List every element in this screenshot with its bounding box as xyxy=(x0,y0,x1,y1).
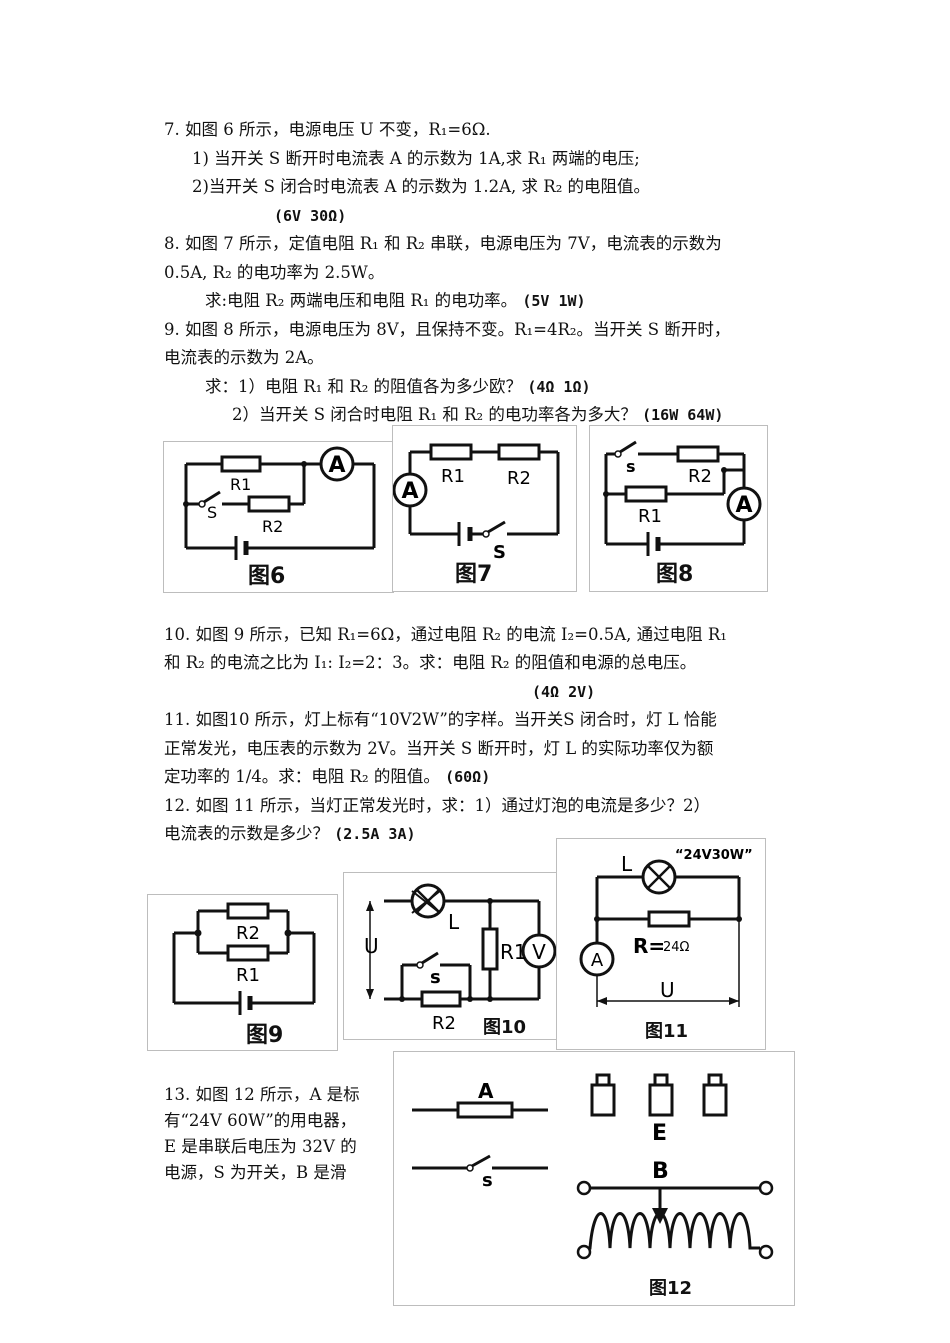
q9-answer2: (16W 64W) xyxy=(642,406,724,424)
lamp-icon xyxy=(410,883,446,919)
q11-line2: 正常发光，电压表的示数为 2V。当开关 S 断开时，灯 L 的实际功率仅为额 xyxy=(164,739,714,758)
figure-11-caption: 图11 xyxy=(645,1021,689,1042)
fig10-u-label: U xyxy=(364,934,379,958)
ammeter-icon xyxy=(319,446,355,482)
fig9-r2-label: R2 xyxy=(236,923,260,944)
q8-line2: 0.5A, R₂ 的电功率为 2.5W。 xyxy=(164,263,385,282)
fig8-switch-label: s xyxy=(626,457,636,476)
q7-line2: 1) 当开关 S 断开时电流表 A 的示数为 1A,求 R₁ 两端的电压; xyxy=(192,149,640,168)
q13-line3: E 是串联后电压为 32V 的 xyxy=(164,1137,357,1156)
q8-question: 求:电阻 R₂ 两端电压和电阻 R₁ 的电功率。 xyxy=(205,291,518,310)
q11-line3: 定功率的 1/4。求：电阻 R₂ 的阻值。 (60Ω) xyxy=(164,767,490,787)
fig11-u-label: U xyxy=(660,978,675,1002)
q7-line3: 2)当开关 S 闭合时电流表 A 的示数为 1.2A, 求 R₂ 的电阻值。 xyxy=(192,177,651,196)
fig10-switch-label: s xyxy=(430,967,441,988)
fig10-lamp-label: L xyxy=(448,910,460,934)
figure-7: A R1 R2 S 图7 xyxy=(392,425,577,592)
q9-question2: 2）当开关 S 闭合时电阻 R₁ 和 R₂ 的电功率各为多大？ xyxy=(232,405,637,424)
figure-7-caption: 图7 xyxy=(455,562,493,587)
figure-12-components: A E B s xyxy=(412,1073,774,1260)
ammeter-icon xyxy=(393,472,428,508)
fig6-r2-label: R2 xyxy=(262,517,283,536)
figure-12-caption: 图12 xyxy=(649,1278,693,1299)
fig7-r2-label: R2 xyxy=(507,468,531,489)
q13-line1: 13. 如图 12 所示，A 是标 xyxy=(164,1085,360,1104)
q7-line1: 7. 如图 6 所示，电源电压 U 不变，R₁=6Ω. xyxy=(164,120,491,139)
q10-line2: 和 R₂ 的电流之比为 I₁: I₂=2：3。求：电阻 R₂ 的阻值和电源的总电… xyxy=(164,653,697,672)
fig11-r-value: 24Ω xyxy=(663,940,690,955)
fig8-r2-label: R2 xyxy=(688,466,712,487)
slider-arrow-icon xyxy=(652,1208,668,1224)
figure-9-caption: 图9 xyxy=(246,1023,284,1048)
figure-9: R2 R1 图9 xyxy=(147,894,338,1051)
fig12-s-label: s xyxy=(482,1170,493,1191)
fig6-switch-label: S xyxy=(207,503,217,522)
fig11-rating-label: “24V30W” xyxy=(675,848,753,863)
q9-question1: 求：1）电阻 R₁ 和 R₂ 的阻值各为多少欧？ xyxy=(205,377,523,396)
fig7-ammeter-label: A xyxy=(401,479,418,504)
figure-6-caption: 图6 xyxy=(248,564,286,589)
q13-line2: 有“24V 60W”的用电器， xyxy=(164,1111,357,1130)
q8-answer: (5V 1W) xyxy=(522,292,586,310)
figure-10: V U L R1 s R2 图10 xyxy=(343,872,558,1040)
q11-question: 定功率的 1/4。求：电阻 R₂ 的阻值。 xyxy=(164,767,440,786)
fig9-r1-label: R1 xyxy=(236,965,260,986)
q11-answer: (60Ω) xyxy=(445,768,491,786)
figure-10-caption: 图10 xyxy=(483,1017,527,1038)
q9-line3: 求：1）电阻 R₁ 和 R₂ 的阻值各为多少欧？ (4Ω 1Ω) xyxy=(205,377,591,397)
figure-6: A R1 S R2 图6 xyxy=(163,441,394,593)
fig6-r1-label: R1 xyxy=(230,475,251,494)
fig12-a-label: A xyxy=(478,1079,494,1103)
figure-12: A E B s 图12 xyxy=(393,1051,795,1306)
q10-line1: 10. 如图 9 所示，已知 R₁=6Ω，通过电阻 R₂ 的电流 I₂=0.5A… xyxy=(164,625,727,644)
q9-line1: 9. 如图 8 所示，电源电压为 8V，且保持不变。R₁=4R₂。当开关 S 断… xyxy=(164,320,731,339)
q8-line1: 8. 如图 7 所示，定值电阻 R₁ 和 R₂ 串联，电源电压为 7V，电流表的… xyxy=(164,234,722,253)
q13-line4: 电源，S 为开关，B 是滑 xyxy=(164,1163,347,1182)
q12-line2: 电流表的示数是多少？ (2.5A 3A) xyxy=(164,824,416,844)
figure-11-circuit: A L “24V30W” R= 24Ω U xyxy=(579,848,753,1007)
figure-11: A L “24V30W” R= 24Ω U 图11 xyxy=(556,838,766,1050)
figure-8: A s R2 R1 图8 xyxy=(589,425,768,592)
figure-8-caption: 图8 xyxy=(656,562,694,587)
fig11-lamp-label: L xyxy=(621,852,633,876)
fig11-r-label: R= xyxy=(633,934,665,958)
figure-6-circuit: A R1 S R2 xyxy=(183,446,376,560)
fig7-switch-label: S xyxy=(493,542,506,563)
fig6-ammeter-label: A xyxy=(328,453,345,478)
q12-answer: (2.5A 3A) xyxy=(334,825,416,843)
voltmeter-icon xyxy=(521,933,557,969)
figure-10-circuit: V U L R1 s R2 xyxy=(364,883,557,1034)
fig11-ammeter-label: A xyxy=(591,950,604,971)
figure-7-circuit: A R1 R2 S xyxy=(393,443,560,563)
q13-text: 13. 如图 12 所示，A 是标 有“24V 60W”的用电器， E 是串联后… xyxy=(164,1082,382,1186)
q10-answer: (4Ω 2V) xyxy=(532,683,596,701)
q8-line3: 求:电阻 R₂ 两端电压和电阻 R₁ 的电功率。 (5V 1W) xyxy=(205,291,586,311)
fig10-voltmeter-label: V xyxy=(532,940,546,964)
q9-line4: 2）当开关 S 闭合时电阻 R₁ 和 R₂ 的电功率各为多大？ (16W 64W… xyxy=(232,405,723,425)
ammeter-icon xyxy=(726,486,762,522)
q7-answer: (6V 30Ω) xyxy=(274,207,347,225)
fig12-b-label: B xyxy=(652,1159,669,1184)
fig8-ammeter-label: A xyxy=(735,493,752,518)
fig7-r1-label: R1 xyxy=(441,466,465,487)
figure-8-circuit: A s R2 R1 xyxy=(603,440,762,556)
fig8-r1-label: R1 xyxy=(638,506,662,527)
figure-9-circuit: R2 R1 xyxy=(172,902,316,1015)
q12-line1: 12. 如图 11 所示，当灯正常发光时，求：1）通过灯泡的电流是多少？2） xyxy=(164,796,710,815)
fig10-r2-label: R2 xyxy=(432,1013,456,1034)
q12-question: 电流表的示数是多少？ xyxy=(164,824,329,843)
fig12-e-label: E xyxy=(652,1121,667,1146)
fig10-r1-label: R1 xyxy=(500,940,527,964)
q9-answer1: (4Ω 1Ω) xyxy=(527,378,591,396)
q9-line2: 电流表的示数为 2A。 xyxy=(164,348,324,367)
q11-line1: 11. 如图10 所示，灯上标有“10V2W”的字样。当开关S 闭合时，灯 L … xyxy=(164,710,717,729)
